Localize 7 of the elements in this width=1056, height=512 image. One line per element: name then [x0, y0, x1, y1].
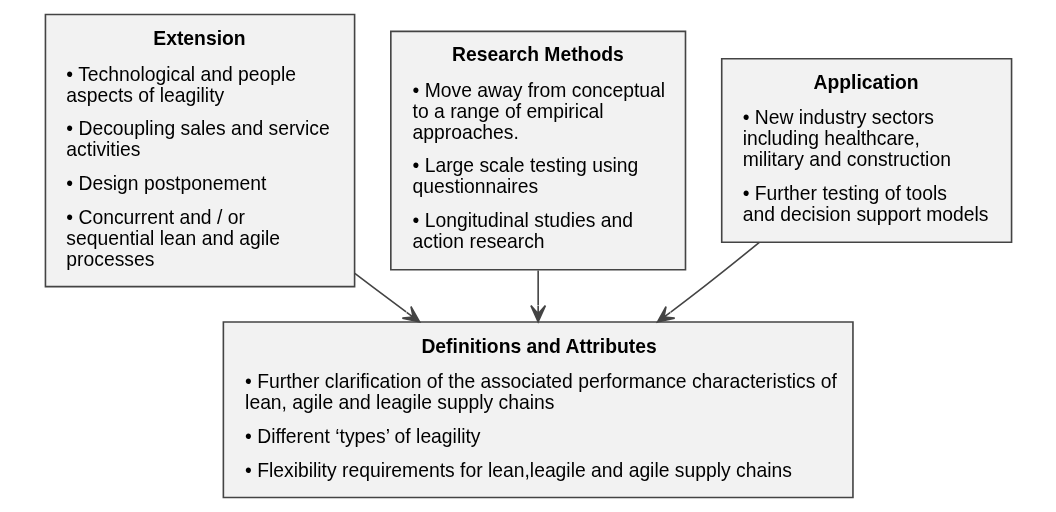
arrow — [353, 272, 420, 323]
arrow — [656, 241, 760, 323]
node-box: Definitions and Attributes • Further clarification of the associated performance characteristics of lean, agile and leagile supply chains • Different ‘types’ of leagility • Flexibility requirements for lean,leagile and agile supply chains — [222, 321, 854, 499]
node-box: Extension • Technological and people aspects of leagility • Decoupling sales and service activities • Design postponement • Concurrent and / or sequential lean and agile processes — [44, 13, 355, 288]
arrow — [529, 269, 546, 323]
node-box: Application • New industry sectors including healthcare, military and construction • Further testing of tools and decision support models — [720, 57, 1012, 244]
node-box: Research Methods • Move away from conceptual to a range of empirical approaches. • Large scale testing using questionnaires • Longitudinal studies and action research — [389, 30, 686, 271]
